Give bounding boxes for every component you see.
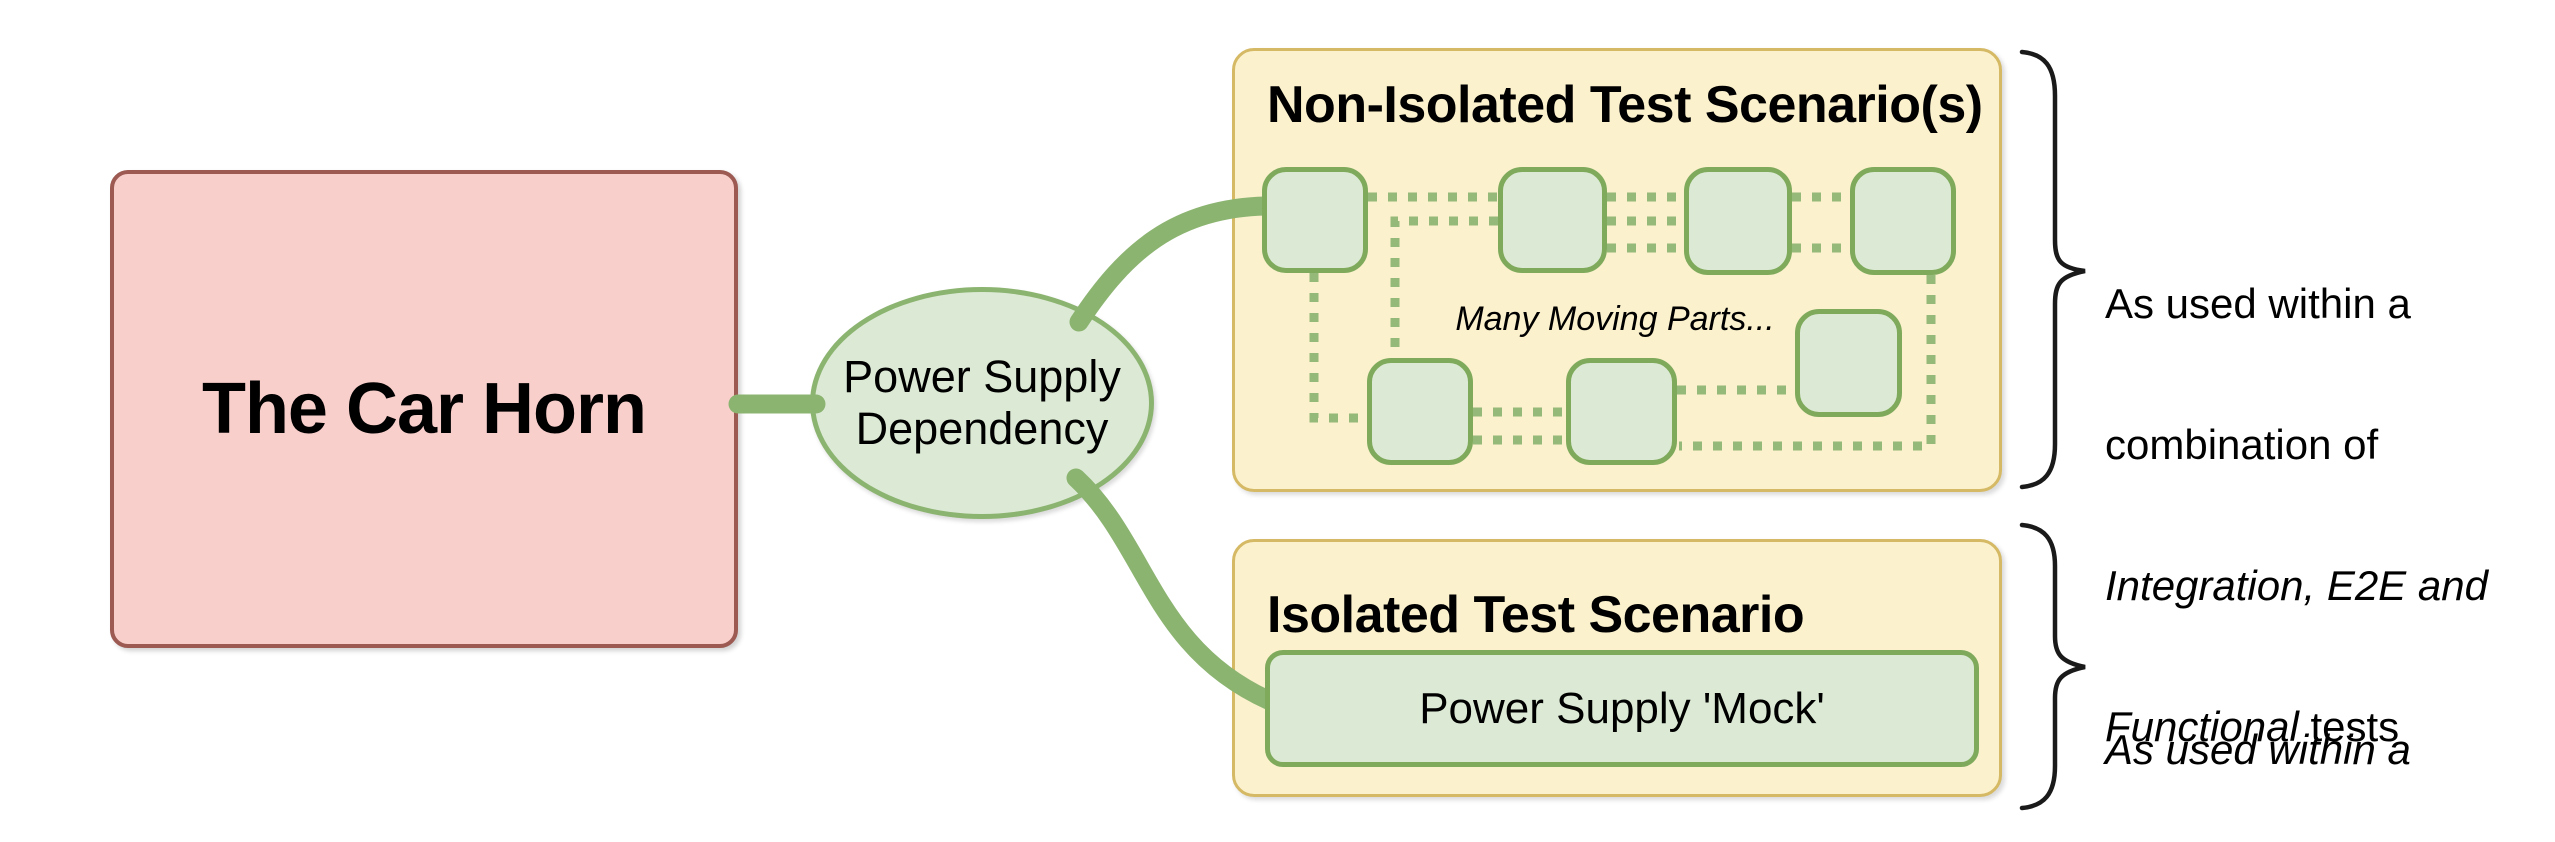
annotation-line: As used within a [2105, 726, 2411, 773]
curly-brace-icon-bottom [2019, 522, 2086, 811]
annotation-isolated: As used within a Singular Unit test [2105, 632, 2545, 842]
component-box-3 [1684, 167, 1792, 275]
component-box-1 [1262, 167, 1368, 273]
power-supply-mock-box: Power Supply 'Mock' [1265, 650, 1979, 767]
car-horn-label: The Car Horn [201, 369, 647, 449]
power-supply-dependency-node: Power Supply Dependency [810, 287, 1154, 519]
annotation-line: Integration, E2E and [2105, 562, 2488, 609]
component-box-6 [1566, 358, 1677, 465]
component-box-5 [1367, 358, 1473, 465]
annotation-line: combination of [2105, 421, 2379, 468]
annotation-non-isolated: As used within a combination of Integrat… [2105, 186, 2545, 842]
non-isolated-title: Non-Isolated Test Scenario(s) [1267, 76, 1983, 134]
component-box-7 [1795, 309, 1902, 417]
component-box-2 [1498, 167, 1607, 273]
annotation-line: As used within a [2105, 280, 2411, 327]
component-box-4 [1850, 167, 1956, 275]
isolated-title: Isolated Test Scenario [1267, 586, 1805, 644]
many-moving-parts-note: Many Moving Parts... [1455, 300, 1775, 338]
dependency-label-line2: Dependency [855, 403, 1109, 454]
annotation-line: Functional tests [2105, 703, 2400, 750]
curly-brace-icon-top [2019, 49, 2086, 490]
dependency-label-line1: Power Supply [843, 351, 1121, 402]
power-supply-mock-label: Power Supply 'Mock' [1419, 683, 1825, 733]
car-horn-box: The Car Horn [110, 170, 738, 648]
